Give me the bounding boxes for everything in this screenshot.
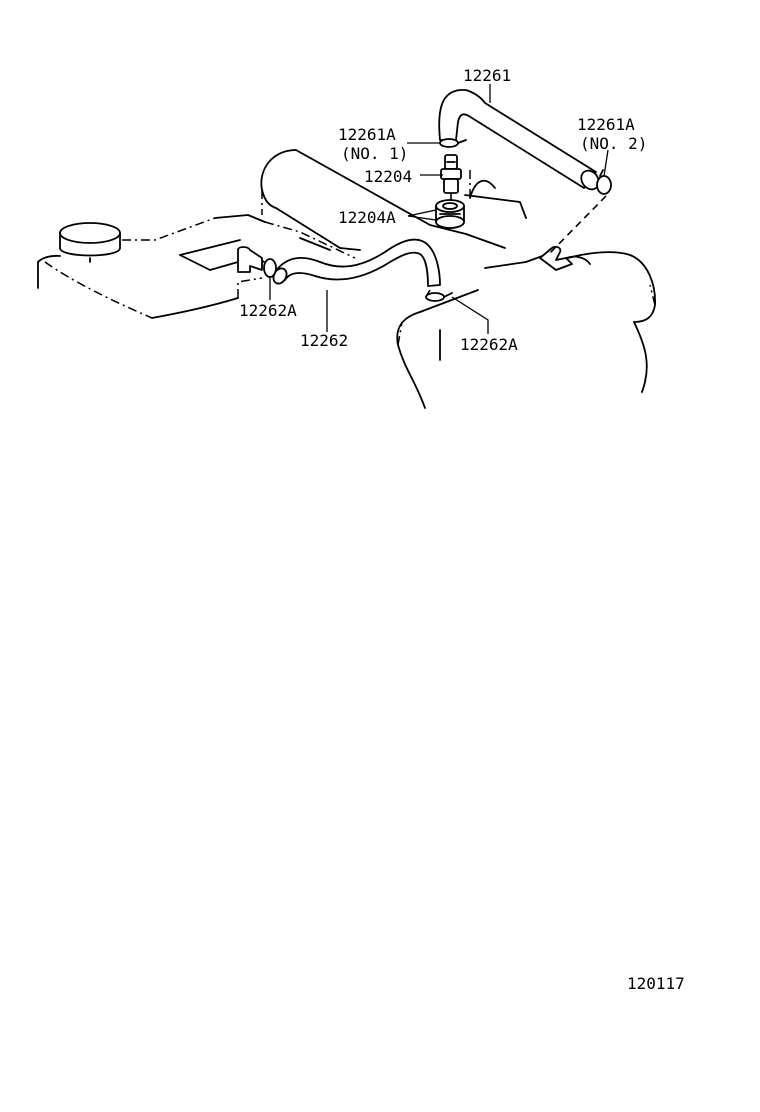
label-12261: 12261 [463, 66, 511, 85]
clamp-12261a-no2 [596, 169, 612, 195]
label-12262a-left: 12262A [239, 301, 297, 320]
label-12262a-right: 12262A [460, 335, 518, 354]
pcv-valve-12204 [440, 154, 462, 194]
intake-chamber-outline [260, 149, 527, 251]
label-12261a-no2-note: (NO. 2) [580, 134, 647, 153]
label-12262: 12262 [300, 331, 348, 350]
label-12204a: 12204A [338, 208, 396, 227]
intake-pipe-fitting [237, 246, 263, 273]
hose-12262 [272, 238, 441, 287]
leader-lines [269, 84, 609, 334]
clamp-12262a-right [425, 292, 453, 302]
label-12204: 12204 [364, 167, 412, 186]
hose-12261 [438, 89, 600, 191]
label-12261a-no1: 12261A [338, 125, 396, 144]
head-pipe-fitting [539, 245, 591, 271]
label-12261a-no1-note: (NO. 1) [341, 144, 408, 163]
connection-line-hose-intake [423, 289, 431, 301]
label-12261a-no2: 12261A [577, 115, 635, 134]
diagram-id: 120117 [627, 974, 685, 993]
clamp-12261a-no1 [439, 138, 467, 148]
left-housing-outline [37, 214, 356, 319]
grommet-12204a [435, 199, 465, 229]
connection-line-hose-head [547, 195, 607, 256]
